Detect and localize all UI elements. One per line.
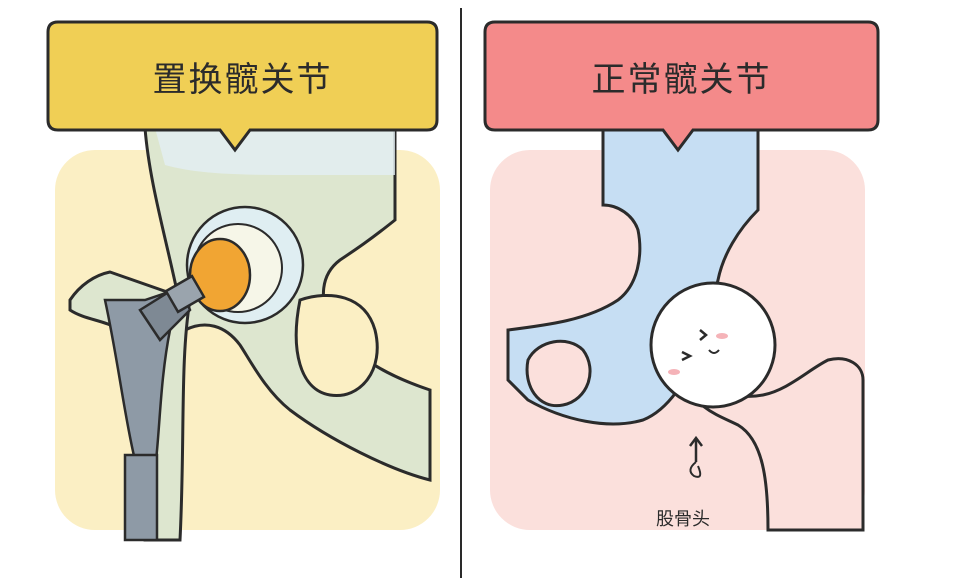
annotation-curl: [689, 461, 702, 478]
face-eye-left: [699, 329, 708, 341]
face-eye-right: [681, 350, 693, 362]
annotation-arrowhead: [689, 435, 703, 447]
face-blush-right: [716, 333, 728, 339]
obturator-hole: [525, 339, 592, 408]
implant-connector: [164, 274, 206, 314]
femoral-head: [649, 281, 777, 409]
pelvis-top-highlight: [155, 128, 395, 175]
face-blush-left: [668, 369, 680, 375]
left-banner-shape: [46, 20, 439, 153]
replaced-hip-illustration: [55, 126, 440, 542]
implant-stem-lower: [123, 453, 159, 542]
normal-hip-panel: 正常髋关节 股骨头: [468, 0, 953, 587]
normal-hip-illustration: [490, 126, 865, 532]
implant-head: [188, 237, 252, 313]
face-mouth: [708, 349, 720, 354]
replaced-hip-panel: 置换髋关节: [0, 0, 460, 587]
right-banner-shape: [483, 20, 880, 153]
replaced-hip-title: 置换髋关节: [152, 59, 333, 100]
normal-hip-title: 正常髋关节: [591, 59, 772, 100]
femoral-head-label: 股骨头: [656, 509, 710, 530]
obturator-hole: [294, 293, 379, 398]
center-divider: [460, 8, 462, 578]
